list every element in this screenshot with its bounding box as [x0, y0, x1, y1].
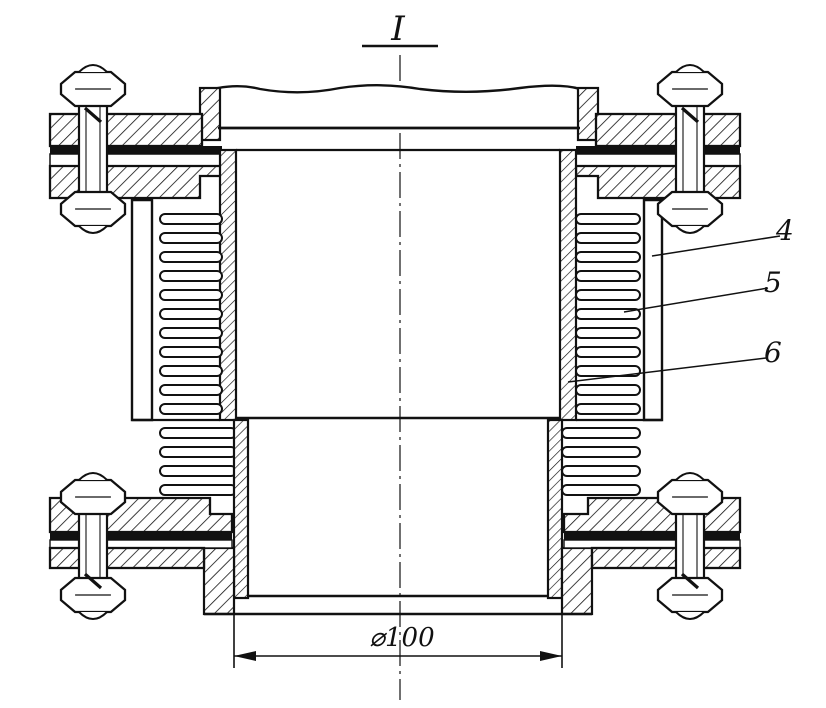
bolt-shank: [77, 504, 109, 588]
bolt-cap: [78, 611, 108, 620]
lower-pipe: [202, 418, 594, 616]
bellows-left-fold: [159, 270, 223, 282]
bolts: [59, 64, 724, 620]
bellows-right: [575, 213, 641, 415]
bolt-cap: [675, 472, 705, 481]
bellows-left-fold: [159, 384, 223, 396]
bellows-left-fold: [159, 365, 223, 377]
bellows-right-fold: [575, 346, 641, 358]
bellows-left-lower: [159, 427, 237, 496]
callout-5: 5: [764, 266, 782, 299]
bellows-right-fold: [575, 232, 641, 244]
bellows-left-fold: [159, 403, 223, 415]
bolt-cap: [675, 611, 705, 620]
bellows-right-fold: [575, 365, 641, 377]
diameter-dimension: ⌀100: [233, 614, 563, 668]
upper-left-flange: [48, 112, 224, 200]
bellows-right-fold: [575, 213, 641, 225]
leader-5: [623, 287, 769, 313]
bellows-left-fold: [159, 308, 223, 320]
lock-wire: [83, 572, 103, 590]
dimension-text: ⌀100: [369, 623, 434, 653]
bellows-left-fold: [159, 251, 223, 263]
bolt: [656, 472, 724, 620]
bolt-cap: [675, 225, 705, 234]
bellows-right-lower-fold: [561, 484, 641, 496]
bellows-left-lower-fold: [159, 427, 237, 439]
bolt-cap: [78, 472, 108, 481]
lock-wire: [680, 106, 700, 124]
section-label-text: I: [390, 9, 405, 49]
bellows-left-lower-fold: [159, 446, 237, 458]
bellows-left-fold: [159, 346, 223, 358]
bellows-left-fold: [159, 232, 223, 244]
bolt-cap: [78, 225, 108, 234]
callout-6: 6: [764, 336, 782, 369]
bellows-left-fold: [159, 289, 223, 301]
lock-wire: [83, 106, 103, 124]
bellows-left-lower-fold: [159, 484, 237, 496]
bellows-left: [159, 213, 223, 415]
inner-sleeve: [218, 148, 578, 422]
bellows-right-fold: [575, 251, 641, 263]
bolt: [59, 472, 127, 620]
callout-4: 4: [775, 214, 794, 247]
bellows-right-lower-fold: [561, 446, 641, 458]
bolt-cap: [675, 64, 705, 73]
upper-right-flange: [574, 112, 742, 200]
bellows-right-fold: [575, 327, 641, 339]
bolt-cap: [78, 64, 108, 73]
bellows-left-lower-fold: [159, 465, 237, 477]
leader-6: [567, 357, 767, 383]
upper-pipe: [198, 84, 600, 142]
bolt-shank: [674, 504, 706, 588]
lock-wire: [680, 572, 700, 590]
bolt: [59, 64, 127, 234]
callouts: 4 5 6: [567, 214, 794, 383]
section-label: I: [362, 9, 438, 49]
bolt: [656, 64, 724, 234]
bellows-left-fold: [159, 327, 223, 339]
bellows-right-fold: [575, 270, 641, 282]
bellows-right-fold: [575, 289, 641, 301]
leader-4: [651, 235, 781, 257]
bellows-right-lower-fold: [561, 465, 641, 477]
bellows-right-fold: [575, 403, 641, 415]
bellows-right-fold: [575, 384, 641, 396]
bellows-right-lower: [561, 427, 641, 496]
bellows-right-lower-fold: [561, 427, 641, 439]
bellows-left-fold: [159, 213, 223, 225]
